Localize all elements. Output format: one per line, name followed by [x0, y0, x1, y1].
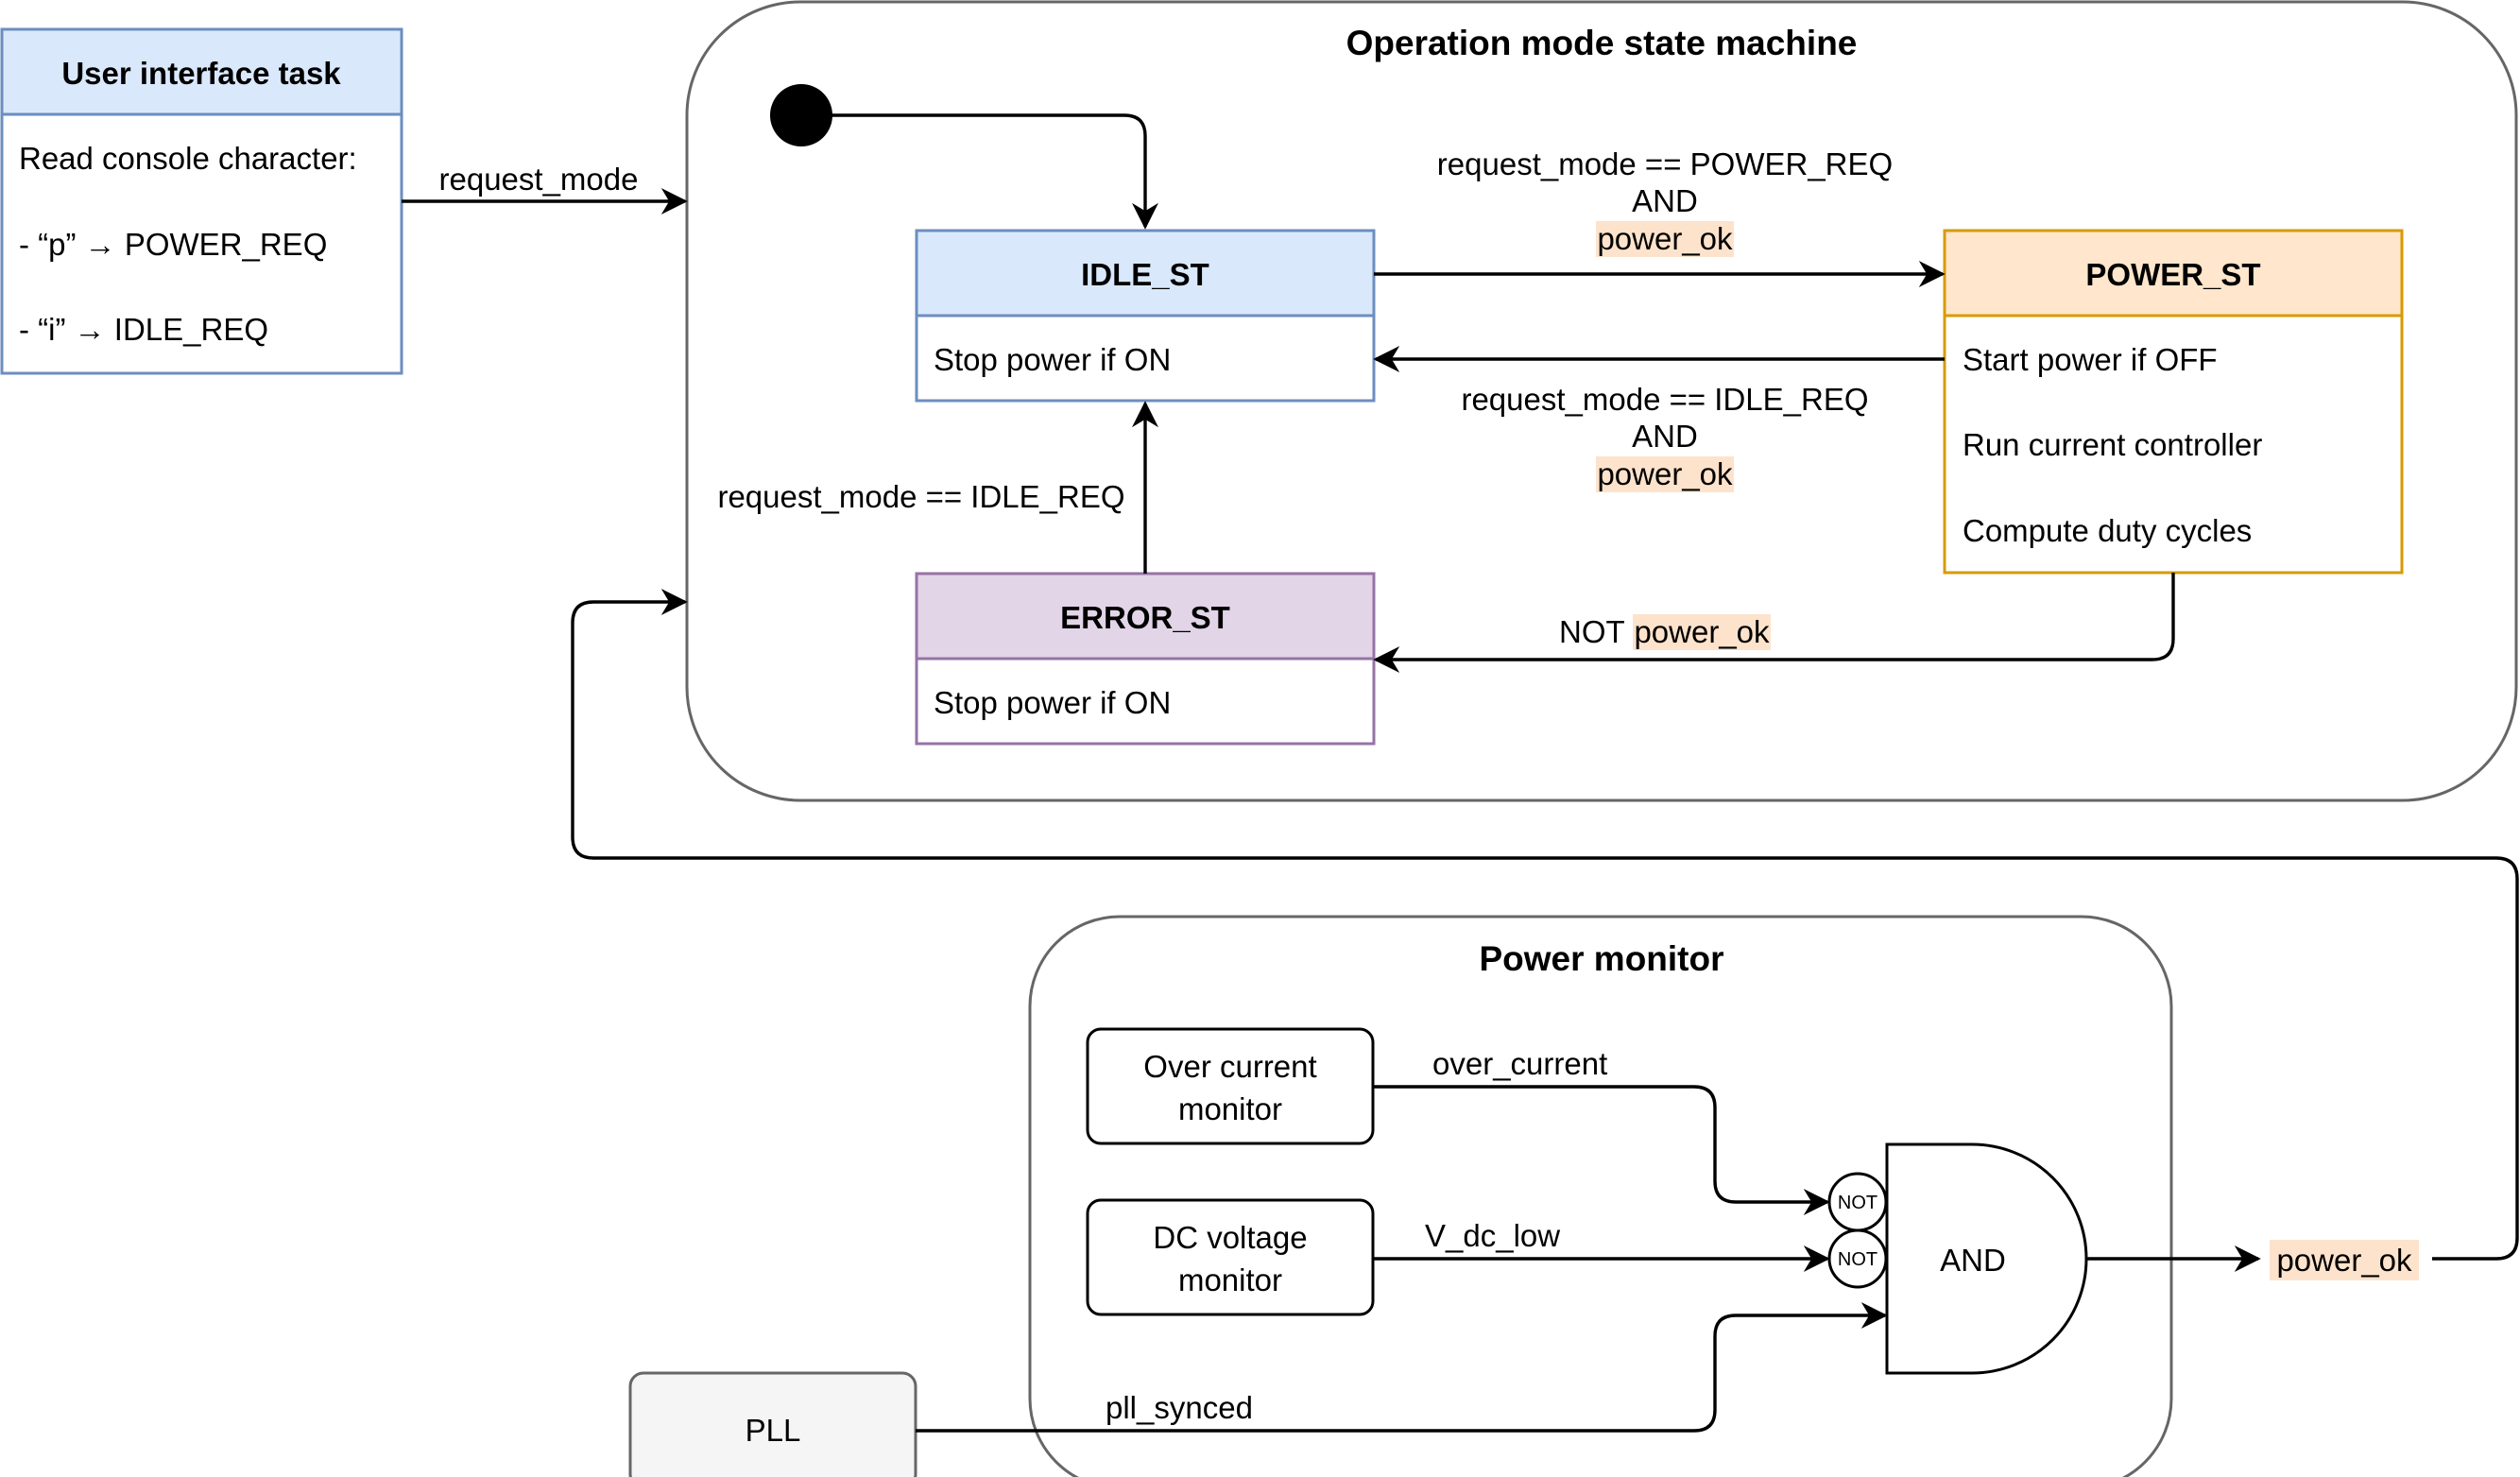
not-bubble-v-dc-low: NOT — [1827, 1228, 1888, 1289]
error-state-action: Stop power if ON — [934, 685, 1171, 720]
power-state-action-start: Start power if OFF — [1963, 342, 2218, 377]
v-dc-low-signal-label: V_dc_low — [1425, 1218, 1560, 1253]
idle-to-power-cond: request_mode == POWER_REQ — [1437, 146, 1893, 181]
pll-synced-signal-label: pll_synced — [1106, 1390, 1253, 1425]
power-monitor-title: Power monitor — [1479, 939, 1723, 978]
over-current-signal-label: over_current — [1432, 1046, 1607, 1081]
power-to-error-power-ok: power_ok — [1634, 614, 1770, 649]
and-gate-label: AND — [1940, 1243, 2006, 1278]
request-mode-connector: request_mode — [402, 162, 688, 215]
dc-voltage-label-2: monitor — [1178, 1262, 1282, 1297]
power-state-name: POWER_ST — [2085, 257, 2260, 292]
idle-state-name: IDLE_ST — [1081, 257, 1209, 292]
power-state: POWER_ST Start power if OFF Run current … — [1943, 229, 2404, 575]
over-current-wire: over_current — [1373, 1046, 1830, 1215]
initial-transition-arrow — [801, 113, 1158, 230]
pll-block: PLL — [628, 1371, 917, 1477]
power-ok-output-label: power_ok — [2276, 1243, 2412, 1278]
power-state-action-run: Run current controller — [1963, 427, 2262, 462]
and-gate: AND — [1885, 1142, 2088, 1375]
power-ok-feedback-wire — [571, 589, 2519, 1261]
request-mode-label: request_mode — [439, 162, 639, 197]
power-to-idle-and: AND — [1632, 419, 1698, 454]
power-to-error-transition: NOT power_ok — [1373, 573, 2175, 673]
power-to-idle-transition: request_mode == IDLE_REQ AND power_ok — [1373, 346, 1945, 492]
idle-to-power-power-ok: power_ok — [1597, 221, 1733, 256]
ui-task-block: User interface task Read console charact… — [0, 27, 403, 375]
idle-to-power-and: AND — [1632, 183, 1698, 218]
error-state-name: ERROR_ST — [1060, 600, 1230, 635]
dc-voltage-label-1: DC voltage — [1153, 1220, 1307, 1255]
ui-task-line-read: Read console character: — [19, 141, 357, 176]
ui-task-title: User interface task — [61, 56, 341, 91]
error-state: ERROR_ST Stop power if ON — [915, 572, 1376, 746]
over-current-label-1: Over current — [1143, 1049, 1316, 1084]
pll-synced-wire: pll_synced — [916, 1302, 1888, 1433]
idle-to-power-transition: request_mode == POWER_REQ AND power_ok — [1374, 146, 1946, 287]
v-dc-low-wire: V_dc_low — [1373, 1218, 1830, 1272]
ui-task-line-p: - “p” → POWER_REQ — [19, 227, 327, 262]
ui-task-line-i: - “i” → IDLE_REQ — [19, 312, 268, 347]
idle-state-action: Stop power if ON — [934, 342, 1171, 377]
not-label-2: NOT — [1838, 1249, 1877, 1270]
power-to-idle-cond: request_mode == IDLE_REQ — [1461, 382, 1868, 417]
over-current-monitor-block: Over current monitor — [1086, 1027, 1375, 1145]
error-to-idle-transition: request_mode == IDLE_REQ — [717, 401, 1158, 574]
power-ok-output: power_ok — [2086, 1240, 2419, 1280]
not-label-1: NOT — [1838, 1193, 1877, 1213]
not-bubble-over-current: NOT — [1827, 1172, 1888, 1232]
over-current-label-2: monitor — [1178, 1091, 1282, 1126]
state-machine-title: Operation mode state machine — [1346, 24, 1858, 62]
error-to-idle-cond: request_mode == IDLE_REQ — [717, 479, 1124, 514]
power-to-idle-power-ok: power_ok — [1597, 456, 1733, 491]
power-to-error-not: NOT — [1559, 614, 1625, 649]
dc-voltage-monitor-block: DC voltage monitor — [1086, 1198, 1375, 1316]
idle-state: IDLE_ST Stop power if ON — [915, 229, 1376, 403]
pll-label: PLL — [746, 1413, 801, 1448]
power-state-action-compute: Compute duty cycles — [1963, 513, 2252, 548]
